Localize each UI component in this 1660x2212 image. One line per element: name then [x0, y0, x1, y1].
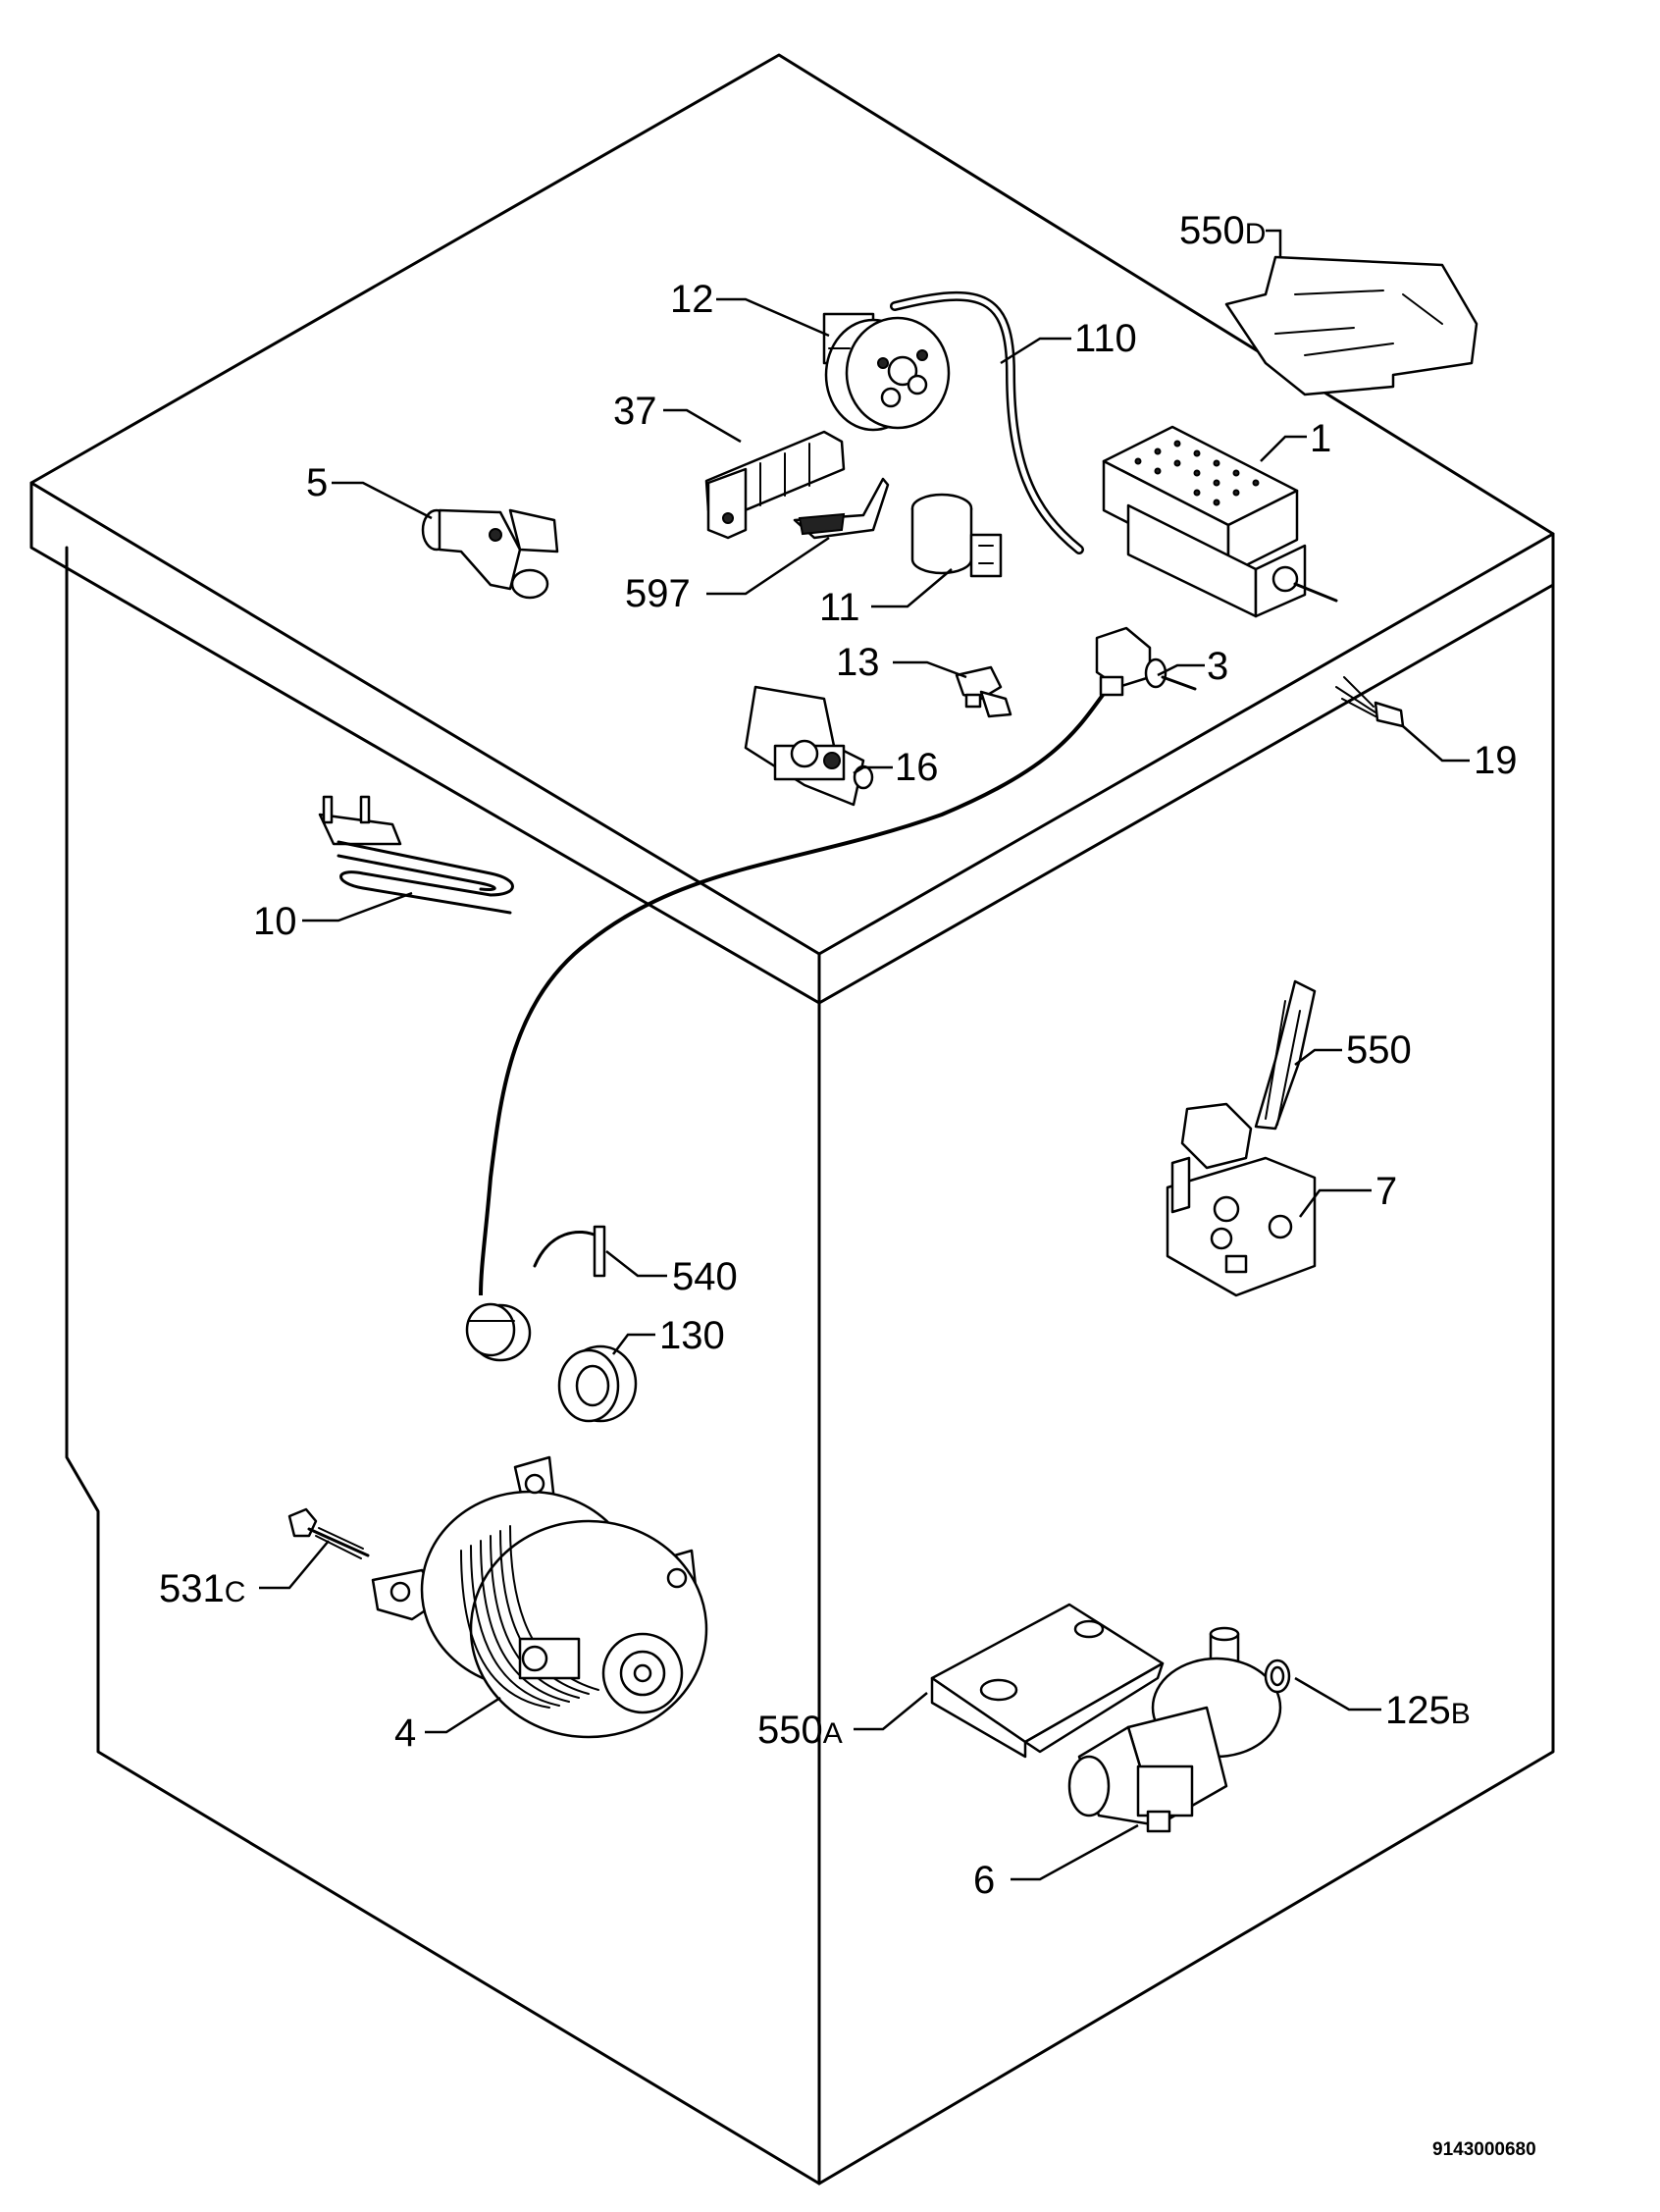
part-531c-screw	[287, 1507, 370, 1559]
label-597: 597	[625, 572, 691, 615]
label-1: 1	[1310, 417, 1331, 460]
label-10: 10	[253, 900, 297, 943]
label-11: 11	[819, 586, 860, 629]
part-5-inlet-valve	[421, 508, 559, 600]
part-597-clip	[793, 477, 890, 540]
label-550a: 550A	[757, 1709, 843, 1752]
label-550: 550	[1346, 1028, 1412, 1072]
part-10-heating-element	[318, 795, 514, 915]
label-110: 110	[1074, 317, 1137, 360]
label-13: 13	[836, 641, 880, 684]
part-550-wire-loom	[1254, 979, 1317, 1131]
cable-grommet	[465, 1302, 532, 1362]
label-3: 3	[1207, 645, 1228, 688]
motor-windings	[460, 1525, 599, 1709]
part-4-motor	[371, 1455, 708, 1739]
part-11-suppressor	[910, 493, 1003, 578]
label-7: 7	[1375, 1170, 1397, 1213]
part-6-drain-pump	[1067, 1626, 1282, 1833]
part-110-hose	[890, 290, 1084, 554]
label-125b: 125B	[1385, 1689, 1471, 1732]
label-531c: 531C	[159, 1567, 245, 1610]
cabinet-outline	[29, 53, 1555, 2186]
label-19: 19	[1474, 739, 1518, 782]
label-37: 37	[613, 390, 657, 433]
part-550a-cover-block	[930, 1603, 1165, 1759]
part-130-gasket	[557, 1344, 638, 1423]
label-4: 4	[394, 1712, 416, 1755]
part-13-connector	[955, 665, 1012, 718]
part-19-terminal	[1335, 676, 1405, 728]
part-16-switch	[744, 685, 874, 807]
part-540-hook	[533, 1225, 606, 1278]
part-37-terminal-block	[704, 430, 846, 540]
leader-lines	[259, 229, 1470, 1881]
label-130: 130	[659, 1314, 725, 1357]
label-550d: 550D	[1179, 209, 1266, 252]
label-5: 5	[306, 461, 328, 504]
part-12-pressure-switch	[822, 312, 951, 432]
timer-grid	[1134, 440, 1260, 506]
part-labels: 550D 12 110 37 5 1 597 11 13 3 16 19 10 …	[159, 209, 1518, 1902]
label-6: 6	[973, 1859, 995, 1902]
part-1-timer	[1102, 425, 1338, 618]
part-550d-cover-plate	[1224, 255, 1478, 396]
part-3-sensor	[479, 626, 1197, 1296]
label-16: 16	[895, 746, 939, 789]
drawing-code: 9143000680	[1432, 2139, 1536, 2160]
part-7-door-lock	[1166, 1102, 1317, 1297]
label-12: 12	[670, 278, 714, 321]
part-125b-o-ring	[1264, 1659, 1291, 1694]
label-540: 540	[672, 1255, 738, 1298]
